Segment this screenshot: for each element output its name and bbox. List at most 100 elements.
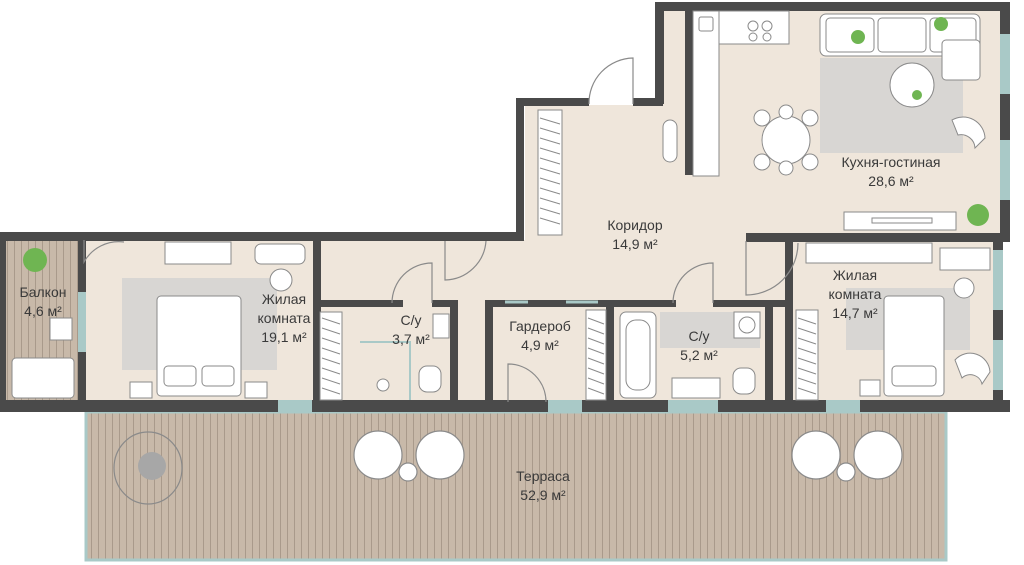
wardrobe-furniture — [505, 300, 607, 401]
balcony-name: Балкон — [19, 284, 67, 300]
balcony-table — [49, 317, 73, 341]
nightstand — [129, 381, 153, 399]
side-table — [398, 462, 418, 482]
pillow — [891, 365, 937, 387]
dining-table — [761, 115, 811, 165]
dining-chair — [753, 109, 771, 127]
shower-drain-icon — [376, 378, 390, 392]
corridor-closet — [537, 109, 563, 236]
living-right-name-1: Жилая — [832, 267, 878, 283]
balcony-sofa — [11, 357, 75, 399]
coffee-table — [889, 62, 935, 108]
door-balcony — [83, 240, 125, 265]
hob-burner-icon — [762, 32, 772, 42]
wall-bath-large-top-b — [713, 300, 788, 307]
sink — [432, 313, 450, 339]
washing-machine-drum-icon — [738, 316, 756, 334]
armchair — [954, 352, 991, 386]
window-wardrobe — [548, 400, 582, 412]
living-left-name-1: Жилая — [261, 291, 307, 307]
hob-burner-icon — [748, 32, 758, 42]
wall-right-bed-left — [785, 242, 793, 402]
pillow — [163, 365, 197, 387]
door-entrance — [588, 57, 634, 105]
large-bath-fixtures — [619, 311, 761, 399]
dining-chair — [778, 160, 794, 176]
window-right-bed-side — [993, 250, 1003, 310]
door-bath-large — [672, 262, 714, 304]
window-bath — [668, 400, 718, 412]
bath-small-area: 3,7 м² — [392, 331, 430, 347]
coat-rack — [662, 119, 678, 163]
wall-bath-small-top-a — [313, 300, 403, 307]
plant-icon — [967, 204, 989, 226]
living-left-name-2: комната — [257, 310, 311, 326]
terrace-furniture — [113, 430, 903, 505]
bath-small-name: С/у — [400, 312, 422, 328]
dining-chair — [801, 109, 819, 127]
door-bath-small — [391, 262, 433, 304]
hob-burner-icon — [747, 20, 759, 32]
small-bath-fixtures — [360, 313, 450, 400]
nightstand — [859, 379, 881, 397]
plants — [23, 17, 989, 272]
label-kitchen: Кухня-гостиная 28,6 м² — [822, 153, 960, 191]
wall-balcony-divider-lower — [78, 352, 86, 410]
desk-chair — [269, 268, 293, 292]
lounge-chair — [353, 430, 403, 480]
wall-right-upper — [1000, 2, 1010, 242]
wall-mid-right — [746, 233, 1006, 242]
window-left-bed — [278, 400, 312, 412]
tv-icon — [871, 217, 933, 224]
door-right-bed — [745, 241, 799, 296]
rugs — [122, 58, 970, 370]
side-table — [836, 462, 856, 482]
hangers-icon — [539, 117, 561, 225]
corridor-name: Коридор — [607, 217, 663, 233]
bathtub-basin — [625, 319, 651, 391]
terrace-name: Терраса — [516, 468, 570, 484]
wall-wardrobe-left — [485, 300, 493, 402]
window-right-bed — [826, 400, 860, 412]
living-right-area: 14,7 м² — [832, 305, 878, 321]
sofa-chaise — [941, 39, 981, 81]
label-terrace: Терраса 52,9 м² — [498, 467, 588, 505]
hangers-icon — [587, 317, 605, 395]
bath-large-area: 5,2 м² — [680, 347, 718, 363]
label-living-left: Жилая комната 19,1 м² — [248, 290, 320, 347]
plant-icon — [851, 30, 865, 44]
sink-icon — [698, 16, 714, 32]
wall-bottom — [0, 400, 1010, 412]
kitchen-rug — [820, 58, 963, 153]
terrace-area: 52,9 м² — [520, 487, 566, 503]
wall-balcony-left — [0, 232, 6, 410]
wall-left-bed-right — [313, 240, 321, 402]
wall-corridor-top-a — [516, 98, 589, 106]
label-bath-small: С/у 3,7 м² — [384, 311, 438, 349]
wall-wardrobe-right — [606, 300, 614, 402]
sofa-cushion — [825, 17, 875, 53]
right-bedroom-furniture — [795, 242, 991, 401]
toilet — [732, 367, 756, 395]
wall-top — [655, 2, 1010, 11]
window-balcony — [78, 292, 86, 352]
door-wardrobe — [507, 363, 547, 403]
wall-wardrobe-top — [485, 300, 615, 307]
toilet — [418, 365, 442, 393]
living-left-area: 19,1 м² — [261, 329, 307, 345]
wall-corridor-left — [516, 98, 524, 240]
double-sink — [671, 377, 721, 399]
sofa-cushion — [877, 17, 927, 53]
plant-icon — [934, 17, 948, 31]
lounge-chair — [415, 430, 465, 480]
hanging-chair — [113, 431, 183, 505]
doors — [83, 57, 799, 403]
wall-kitchen-inner — [685, 10, 693, 175]
window-kitchen-b — [1000, 140, 1010, 200]
corridor-area: 14,9 м² — [612, 236, 658, 252]
pillow — [201, 365, 235, 387]
label-living-right: Жилая комната 14,7 м² — [815, 266, 895, 323]
shelf-unit — [164, 241, 232, 265]
wall-kitchen-left — [655, 2, 664, 104]
